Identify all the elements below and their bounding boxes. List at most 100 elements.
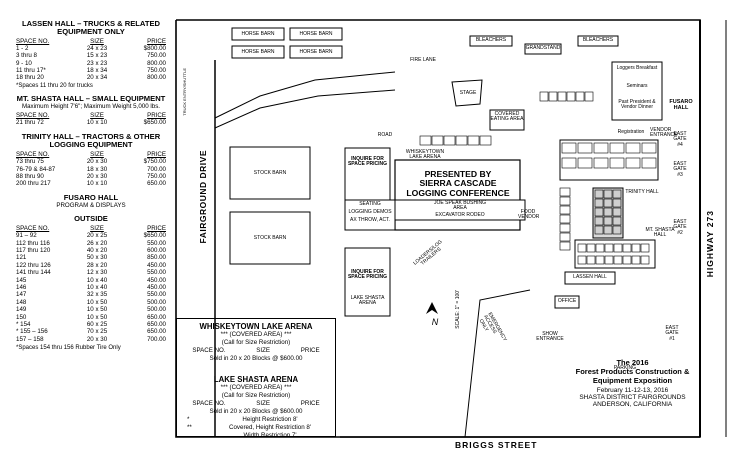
whiskeytown-headers: SPACE NO. SIZE PRICE [177,347,335,355]
table-cell: 500.00 [147,306,166,314]
show-entrance-label: SHOW ENTRANCE [536,331,564,343]
booth-space [559,214,571,224]
office-box [554,295,580,309]
highway-label: HIGHWAY 273 [705,210,715,278]
bleachers-2 [577,35,619,47]
booth-space [612,225,622,235]
covered-eating-label: COVERED EATING AREA [490,111,524,123]
east-gate-2-label: EAST GATE #2 [673,219,687,236]
booth-space [443,135,456,146]
table-cell: 146 [16,283,27,291]
parking-lane [464,289,531,438]
lake-shasta-call: (Call for Size Restriction) [221,392,291,400]
booth-space [559,232,571,242]
table-cell: 117 thru 120 [16,247,51,255]
booth-space [631,243,641,253]
seminars-label: Seminars [626,83,648,89]
booth-space [479,135,492,146]
excavator-label: EXCAVATOR RODEO [435,212,485,218]
booth-space [566,91,576,102]
table-cell: 200 thru 217 [16,180,51,188]
booth-space [539,91,549,102]
table-cell: 10 x 50 [86,306,108,314]
table-cell: 20 x 30 [86,158,108,166]
booth-space [604,243,614,253]
horse-barn-1 [231,27,285,41]
booth-space [557,91,567,102]
stock-barn-label: STOCK BARN [253,235,287,241]
booth-space [594,189,604,199]
header-cell: SPACE NO. [16,224,50,232]
whiskeytown-arena-label: WHISKEYTOWN LAKE ARENA [405,149,445,161]
booth-space [577,157,593,169]
header-cell: SIZE [90,150,104,158]
horse-barn-4 [289,45,343,59]
bleachers-label: BLEACHERS [475,37,507,43]
table-cell: 28 x 20 [86,261,108,269]
table-cell: 10 x 50 [86,313,108,321]
covered-eating-box [489,109,525,131]
booth-space [595,255,605,265]
restriction-note: **Covered, Height Restriction 8' [177,424,335,432]
table-cell: $650.00 [143,119,166,127]
lake-shasta-legend: Lake Shasta Arena *** (COVERED AREA) ***… [177,375,335,440]
table-cell: 20 x 30 [86,335,108,343]
east-gate-3-label: EAST GATE #3 [673,161,687,178]
vendor-entrance-label: VENDOR ENTRANCE [650,127,678,139]
header-cell: SIZE [90,37,104,45]
table-cell: 650.00 [147,180,166,188]
restriction-note: *Height Restriction 8' [177,416,335,424]
table-cell: $650.00 [143,232,166,240]
booth-space [559,196,571,206]
table-cell: 500.00 [147,298,166,306]
shasta-title: Mt. Shasta Hall – Small Equipment [16,94,166,104]
header-cell: SIZE [90,112,104,120]
table-cell: 850.00 [147,254,166,262]
booth-space [622,243,632,253]
table-cell: 148 [16,298,27,306]
loggers-breakfast-label: Loggers Breakfast [616,65,658,71]
inquire-upper-box [344,147,391,201]
stage-label: STAGE [459,90,477,96]
booth-space [559,205,571,215]
table-cell: 60 x 25 [86,320,108,328]
table-cell: 450.00 [147,276,166,284]
header-cell: SIZE [90,224,104,232]
table-cell: 10 x 40 [86,276,108,284]
bleachers-label: BLEACHERS [582,37,614,43]
booth-space [640,255,650,265]
table-cell: 70 x 25 [86,328,108,336]
booth-space [586,243,596,253]
seating-label: SEATING [359,201,381,207]
booth-space [625,142,641,154]
booth-space [593,142,609,154]
booth-space [613,255,623,265]
booth-space [640,243,650,253]
lassen-hall-box [564,271,616,285]
table-cell: 450.00 [147,283,166,291]
table-cell: 76-79 & 84-87 [16,165,56,173]
trinity-hall-label: TRINITY HALL [625,189,659,195]
whiskeytown-sold: Sold in 20 x 20 Blocks @ $600.00 [209,355,303,363]
table-cell: 450.00 [147,261,166,269]
expo-year: The 2016 [616,358,649,367]
note-mark [187,432,205,440]
header-cell: PRICE [147,224,166,232]
note-text: Height Restriction 8' [242,416,298,424]
lake-shasta-title: Lake Shasta Arena [213,375,299,384]
booth-space [604,255,614,265]
header-cell: PRICE [147,112,166,120]
note-text: Covered, Height Restriction 8' [229,424,311,432]
table-cell: 600.00 [147,247,166,255]
table-cell: 700.00 [147,335,166,343]
